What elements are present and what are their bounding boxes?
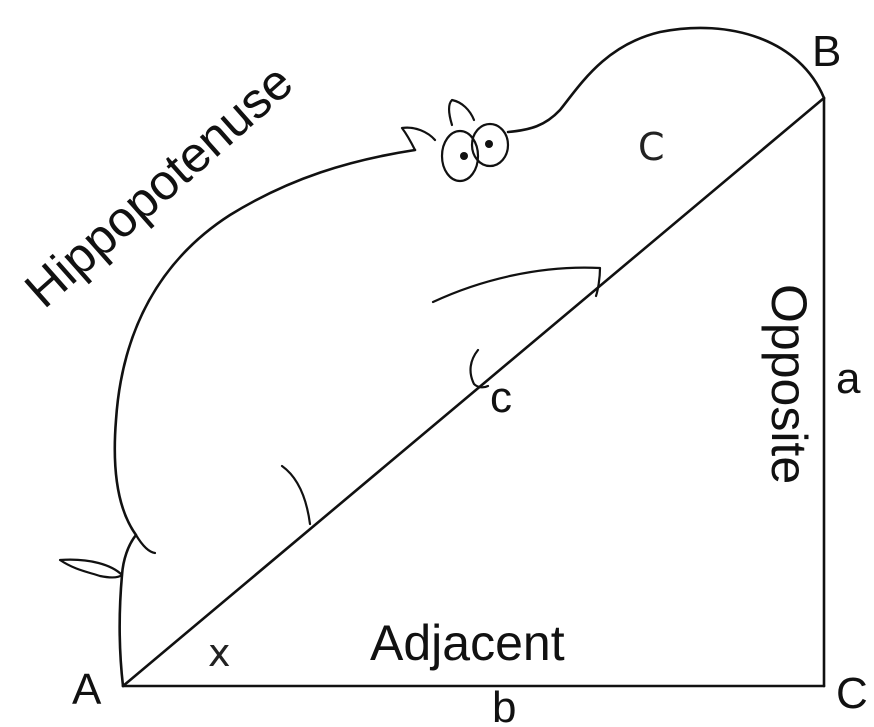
hippo-drawing [58, 26, 826, 688]
hippo-pupil-right [485, 140, 493, 148]
hippo-tail [58, 558, 124, 579]
hippo-rump-line [134, 533, 157, 555]
hippo-ear-right [447, 98, 476, 127]
angle-x-label: x [208, 631, 231, 675]
adjacent-label: Adjacent [370, 615, 565, 671]
hippo-head-outline [506, 26, 826, 134]
opposite-label: Opposite [761, 284, 817, 484]
vertex-c-label: C [836, 669, 868, 718]
hippo-eye-right [470, 122, 510, 168]
hippo-back-outline [113, 148, 417, 688]
angle-c-label: C [638, 125, 665, 169]
hippo-front-leg [469, 348, 490, 389]
hypotenuse-label: Hippopotenuse [14, 53, 303, 318]
hippo-back-leg [280, 464, 312, 526]
hippo-mouth-line [431, 266, 602, 304]
vertex-b-label: B [812, 27, 841, 76]
side-c-label: c [490, 373, 512, 422]
vertex-a-label: A [72, 665, 102, 714]
side-a-label: a [836, 354, 861, 403]
side-hypotenuse-line [121, 96, 826, 688]
right-triangle [121, 96, 826, 688]
hippo-ear-left [400, 126, 437, 152]
hippo-eye-left [440, 129, 480, 183]
hippo-pupil-left [460, 152, 468, 160]
side-b-label: b [492, 683, 516, 727]
